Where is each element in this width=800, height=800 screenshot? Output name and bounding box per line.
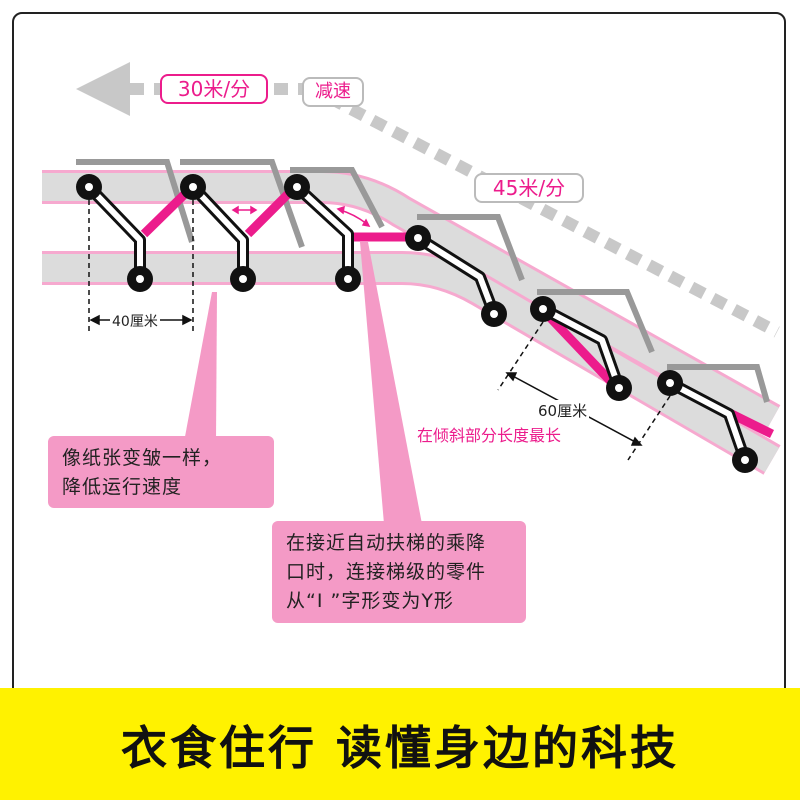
step-outlines <box>76 159 770 403</box>
slow-speed-label: 30米/分 <box>160 74 268 104</box>
gap-arrows <box>231 205 371 227</box>
link-note-line-2: 口时，连接梯级的零件 <box>286 561 487 583</box>
slope-note-label: 在倾斜部分长度最长 <box>417 426 562 445</box>
fast-speed-label: 45米/分 <box>474 173 584 203</box>
step-wheels <box>76 174 758 473</box>
link-note-line-1: 在接近自动扶梯的乘降 <box>286 532 487 554</box>
footer-banner: 衣食住行 读懂身边的科技 <box>0 688 800 800</box>
decelerate-label: 减速 <box>302 77 364 107</box>
link-note-pointer <box>360 242 422 524</box>
diagram-frame: 30米/分 减速 45米/分 40厘米 60厘米 在倾斜部分长度最长 像纸张变皱… <box>12 12 786 712</box>
fold-note: 像纸张变皱一样， 降低运行速度 <box>48 436 274 508</box>
fold-note-line-1: 像纸张变皱一样， <box>62 447 223 469</box>
fold-note-line-2: 降低运行速度 <box>62 476 183 498</box>
flat-step-length-label: 40厘米 <box>110 311 160 331</box>
link-note-line-3: 从“Ⅰ ”字形变为Y形 <box>286 590 454 612</box>
fast-direction-line <box>327 92 780 338</box>
link-note: 在接近自动扶梯的乘降 口时，连接梯级的零件 从“Ⅰ ”字形变为Y形 <box>272 521 526 623</box>
lower-track <box>42 251 781 475</box>
fold-note-pointer <box>184 292 217 442</box>
escalator-diagram <box>42 62 781 524</box>
footer-title: 衣食住行 读懂身边的科技 <box>120 721 679 775</box>
slope-step-length-label: 60厘米 <box>536 400 590 421</box>
